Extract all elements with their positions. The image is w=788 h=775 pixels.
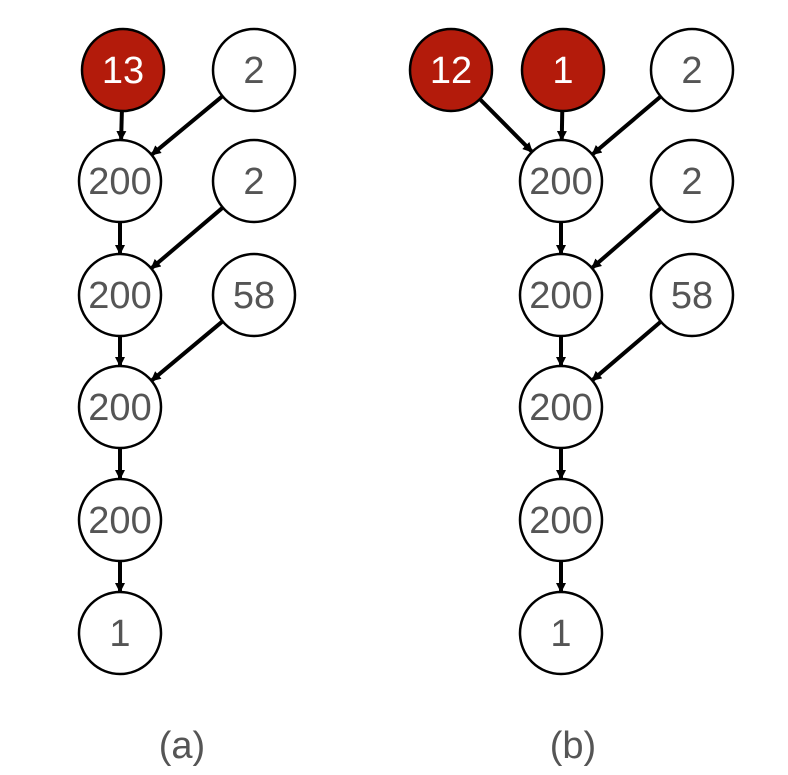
node-b_side_58: 58 xyxy=(649,252,735,338)
node-circle xyxy=(518,364,604,450)
caption-a: (a) xyxy=(159,725,205,767)
edge-a_side_2a-to-a_main_1 xyxy=(150,94,224,156)
node-label: 1 xyxy=(550,613,571,655)
node-label: 12 xyxy=(430,50,472,92)
node-a_main_1: 200 xyxy=(77,138,163,224)
node-b_side_2b: 2 xyxy=(649,138,735,224)
node-circle xyxy=(211,138,297,224)
node-circle xyxy=(80,27,166,113)
node-b_main_1: 200 xyxy=(518,138,604,224)
node-circle xyxy=(408,27,494,113)
node-label: 1 xyxy=(552,50,573,92)
node-label: 200 xyxy=(529,500,592,542)
node-a_top_13: 13 xyxy=(80,27,166,113)
node-label: 58 xyxy=(671,275,713,317)
node-b_main_4: 200 xyxy=(518,477,604,563)
node-label: 58 xyxy=(233,275,275,317)
node-label: 2 xyxy=(681,161,702,203)
node-label: 200 xyxy=(529,275,592,317)
edge-b_side_2a-to-b_main_1 xyxy=(591,94,663,156)
edge-a_side_2b-to-a_main_2 xyxy=(150,206,225,270)
node-b_side_2a: 2 xyxy=(649,27,735,113)
node-label: 200 xyxy=(88,500,151,542)
node-label: 2 xyxy=(243,161,264,203)
node-b_top_12: 12 xyxy=(408,27,494,113)
node-circle xyxy=(649,252,735,338)
edge-a_side_58-to-a_main_3 xyxy=(150,319,224,382)
node-a_side_2b: 2 xyxy=(211,138,297,224)
edge-b_top_1-to-b_main_1 xyxy=(556,110,567,142)
node-label: 2 xyxy=(243,50,264,92)
node-a_side_2a: 2 xyxy=(211,27,297,113)
node-circle xyxy=(211,27,297,113)
node-b_main_3: 200 xyxy=(518,364,604,450)
node-label: 200 xyxy=(88,275,151,317)
edges-layer xyxy=(115,94,663,593)
node-circle xyxy=(518,138,604,224)
node-a_main_4: 200 xyxy=(77,477,163,563)
node-circle xyxy=(518,590,604,676)
node-circle xyxy=(77,590,163,676)
node-a_main_3: 200 xyxy=(77,364,163,450)
edge-b_side_58-to-b_main_3 xyxy=(591,320,663,382)
node-a_main_2: 200 xyxy=(77,252,163,338)
node-label: 200 xyxy=(529,387,592,429)
node-b_top_1: 1 xyxy=(520,27,606,113)
node-b_sink_1: 1 xyxy=(518,590,604,676)
node-a_side_58: 58 xyxy=(211,252,297,338)
node-circle xyxy=(77,364,163,450)
node-label: 200 xyxy=(88,161,151,203)
node-circle xyxy=(77,252,163,338)
node-circle xyxy=(77,138,163,224)
edge-b_side_2b-to-b_main_2 xyxy=(591,206,663,269)
node-circle xyxy=(211,252,297,338)
node-label: 1 xyxy=(109,613,130,655)
edge-b_top_12-to-b_main_1 xyxy=(478,97,533,153)
caption-b: (b) xyxy=(550,725,596,767)
node-circle xyxy=(649,138,735,224)
node-circle xyxy=(518,252,604,338)
node-label: 2 xyxy=(681,50,702,92)
node-label: 200 xyxy=(88,387,151,429)
node-circle xyxy=(520,27,606,113)
edge-a_top_13-to-a_main_1 xyxy=(116,110,127,142)
node-label: 200 xyxy=(529,161,592,203)
node-circle xyxy=(649,27,735,113)
node-b_main_2: 200 xyxy=(518,252,604,338)
node-circle xyxy=(518,477,604,563)
node-a_sink_1: 1 xyxy=(77,590,163,676)
node-label: 13 xyxy=(102,50,144,92)
node-circle xyxy=(77,477,163,563)
